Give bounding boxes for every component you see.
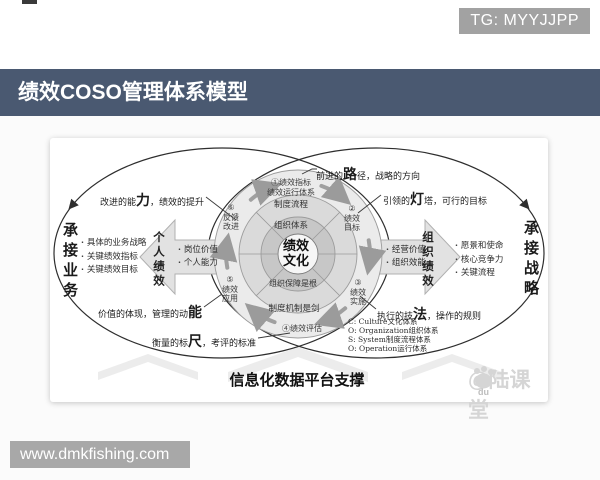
business-items: 具体的业务战略 关键绩效指标 关键绩效目标 [81, 237, 147, 278]
diagram-panel: ①绩效指标 绩效运行体系 ② 绩效 目标 ③ 绩效 实施 ④绩效评估 ⑤ 绩效 … [50, 138, 548, 422]
legend-item: O: Operation运行体系 [348, 344, 428, 353]
list-item: 关键流程 [455, 267, 503, 281]
phase-1-indicators: ①绩效指标 绩效运行体系 [267, 178, 315, 197]
ring-dividers [239, 212, 357, 296]
annotation-path: 前进的路径，战略的方向 [316, 167, 421, 183]
annotation-lighthouse: 引领的灯塔，可行的目标 [383, 192, 488, 208]
personal-items: 岗位价值 个人能力 [178, 244, 218, 270]
support-chevron-left [98, 354, 198, 380]
corner-mark [22, 0, 37, 4]
url-watermark-badge: www.dmkfishing.com [10, 441, 190, 468]
flow-arrowhead-left-icon [68, 198, 79, 210]
ring-policy-top-label: 制度流程 [273, 200, 308, 210]
phase-5-application: ⑤ 绩效 应用 [222, 275, 238, 303]
business-scope-title: 承接业务 [61, 222, 79, 302]
phase-4-evaluation: ④绩效评估 [282, 324, 322, 333]
phase-2-goals: ② 绩效 目标 [344, 204, 360, 232]
flow-arrowhead-right-icon [519, 198, 530, 210]
legend-item: C: Culture文化体系 [348, 317, 418, 326]
phase-6-feedback: ⑥ 反馈 改进 [223, 203, 239, 231]
coso-legend: C: Culture文化体系 O: Organization组织体系 S: Sy… [348, 317, 438, 353]
annotation-method: 执行的技法，操作的规则 [377, 307, 482, 323]
tg-watermark-badge: TG: MYYJJPP [459, 8, 590, 34]
list-item: 关键绩效指标 [81, 251, 146, 265]
list-item: 经营价值 [386, 244, 426, 257]
page-title: 绩效COSO管理体系模型 [18, 81, 248, 104]
list-item: 组织效能 [386, 257, 426, 270]
list-item: 愿景和使命 [455, 240, 504, 254]
platform-caption: 信息化数据平台支撑 [229, 372, 365, 389]
ring-org-bottom-label: 组织保障是根 [269, 279, 317, 288]
strategy-items: 愿景和使命 核心竞争力 关键流程 [455, 240, 504, 281]
callout-lines [203, 168, 382, 339]
strategy-scope-title: 承接战略 [522, 220, 540, 300]
support-chevron-center [228, 347, 368, 382]
annotation-ruler: 衡量的标尺，考评的标准 [152, 334, 257, 350]
diagram-canvas [53, 147, 545, 382]
cycle-arrow-icons [209, 176, 387, 332]
photo-watermark: du @陆课堂 [468, 364, 548, 424]
annotation-improvement: 改进的能力，绩效的提升 [100, 193, 205, 209]
performance-culture-hub: 绩效 文化 [282, 239, 309, 269]
svg-text:du: du [478, 387, 489, 397]
paw-icon: du [474, 366, 494, 397]
legend-item: O: Organization组织体系 [348, 326, 439, 335]
list-item: 岗位价值 [178, 244, 218, 257]
personal-performance-label: 个人绩效 [152, 231, 166, 289]
list-item: 关键绩效目标 [81, 264, 146, 278]
ring-org-top-label: 组织体系 [273, 221, 308, 231]
title-bar: 绩效COSO管理体系模型 [0, 69, 600, 116]
legend-item: S: System制度流程体系 [348, 335, 431, 344]
list-item: 个人能力 [178, 257, 218, 270]
annotation-value: 价值的体现，管理的动能 [98, 305, 203, 321]
phase-3-execution: ③ 绩效 实施 [350, 278, 366, 306]
list-item: 具体的业务战略 [81, 237, 147, 251]
org-items: 经营价值 组织效能 [386, 244, 426, 270]
content-area: ①绩效指标 绩效运行体系 ② 绩效 目标 ③ 绩效 实施 ④绩效评估 ⑤ 绩效 … [0, 116, 600, 480]
list-item: 核心竞争力 [455, 254, 504, 268]
ring-policy-bottom-label: 制度机制是剑 [268, 304, 320, 314]
